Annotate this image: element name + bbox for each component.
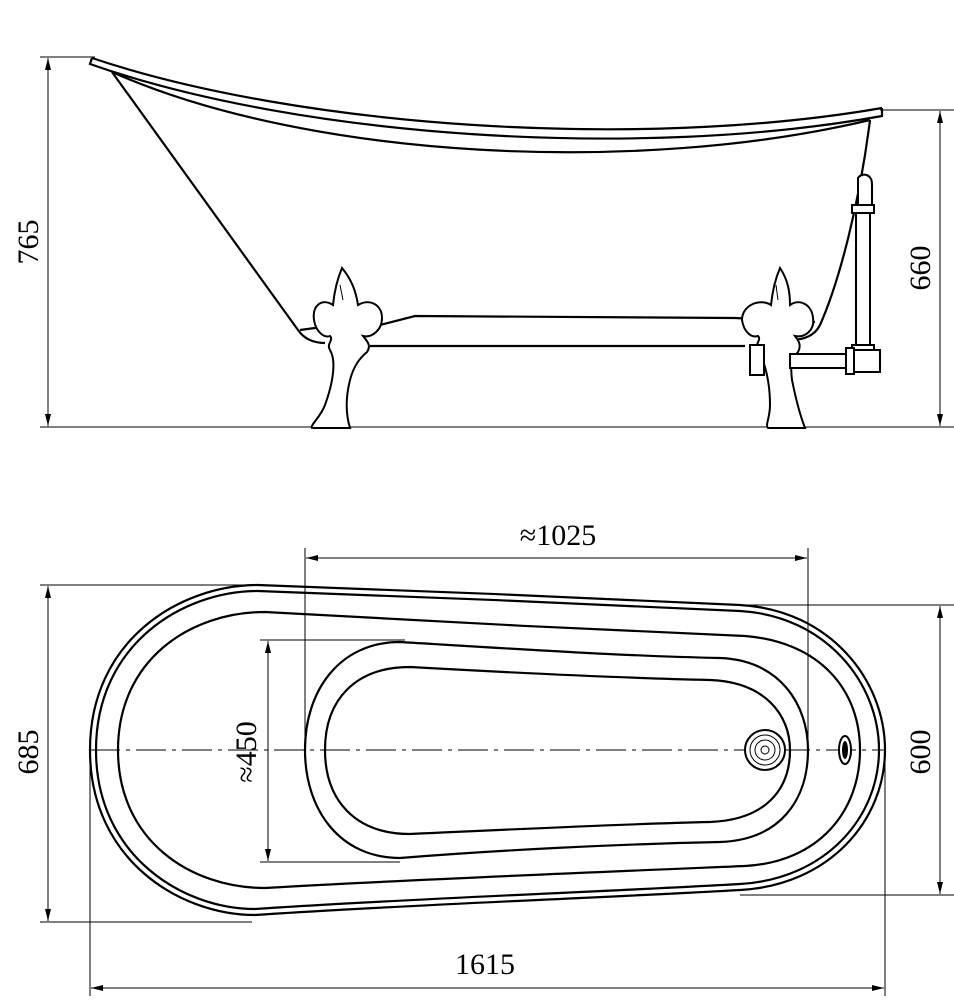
- overflow-elbow: [857, 173, 873, 206]
- side-view: 765 660: [12, 56, 954, 429]
- tub-left-side: [111, 71, 326, 345]
- drain-outlet: [749, 344, 765, 376]
- foot-detail: [339, 284, 344, 301]
- foot-detail: [775, 284, 779, 301]
- right-foot: [740, 265, 815, 429]
- trap-body: [853, 349, 881, 373]
- pipe-nut: [845, 347, 855, 375]
- left-foot: [310, 266, 384, 429]
- bottom-length-label: ≈1025: [520, 519, 596, 552]
- horizontal-pipe: [789, 353, 849, 369]
- top-view: ≈1025 685 600 ≈450 1615: [12, 519, 954, 996]
- tub-rim-top: [91, 56, 883, 131]
- rim-height-label: 660: [904, 246, 937, 291]
- pipe-nut: [851, 204, 875, 214]
- tub-inner-wall: [116, 610, 862, 890]
- tub-rim: [88, 57, 884, 140]
- overall-length-label: 1615: [455, 948, 515, 981]
- overall-height-label: 765: [12, 220, 45, 265]
- overall-width-label: 685: [12, 730, 45, 775]
- drain-icon: [744, 729, 786, 771]
- end-width-label: 600: [904, 730, 937, 775]
- tub-rim-lower: [111, 70, 871, 154]
- bottom-width-label: ≈450: [230, 721, 263, 782]
- overflow-icon: [838, 735, 852, 765]
- vertical-pipe: [855, 212, 871, 346]
